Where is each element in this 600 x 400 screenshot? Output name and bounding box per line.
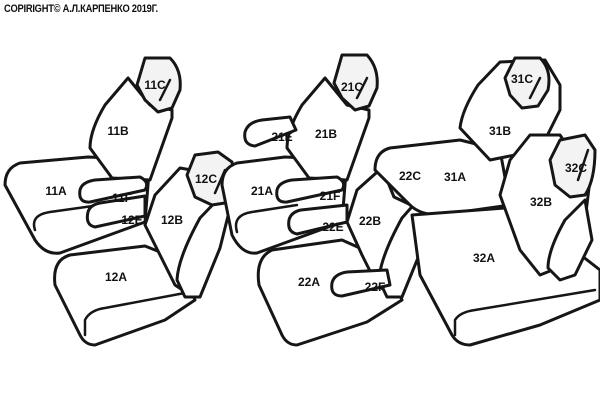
label-12b: 12B [161,213,183,227]
seat-21c-headrest [332,53,379,112]
armrest-12e [85,194,147,229]
seat-pair-3 [373,56,600,347]
armrest-21e [243,115,298,148]
seat-11b-backrest [88,76,174,182]
label-22b: 22B [359,214,381,228]
label-12a: 12A [105,270,127,284]
label-21c: 21C [341,80,363,94]
armrest-21f [275,175,346,204]
copyright-text: COPIRIGHT© А.Л.КАРПЕНКО 2019Г. [4,3,158,15]
armrest-22e [287,203,349,236]
label-12c: 12C [195,172,217,186]
label-22f: 22F [365,280,386,294]
label-12e: 12E [121,213,142,227]
label-11c: 11C [144,78,166,92]
label-32a: 32A [473,251,495,265]
seat-11c-headrest [135,56,182,114]
label-31a: 31A [444,170,466,184]
label-21b: 21B [315,127,337,141]
label-21f: 21F [320,189,341,203]
label-11b: 11B [107,124,129,138]
armrest-22f [330,268,392,298]
seat-pair-1 [3,56,235,347]
label-22c: 22C [399,169,421,183]
label-31b: 31B [489,124,511,138]
label-31c: 31C [511,72,533,86]
label-21a: 21A [251,184,273,198]
seat-32c-headrest [548,133,597,199]
armrest-11f [78,175,149,204]
label-32b: 32B [530,195,552,209]
label-11a: 11A [45,184,67,198]
label-21e: 21E [271,130,292,144]
label-22a: 22A [298,275,320,289]
seat-31c-headrest [503,56,551,110]
label-32c: 32C [565,161,587,175]
seat-12a-cushion [53,244,197,347]
label-22e: 22E [322,220,343,234]
seat-21b-backrest [285,76,371,182]
label-11f: 11F [112,191,132,205]
